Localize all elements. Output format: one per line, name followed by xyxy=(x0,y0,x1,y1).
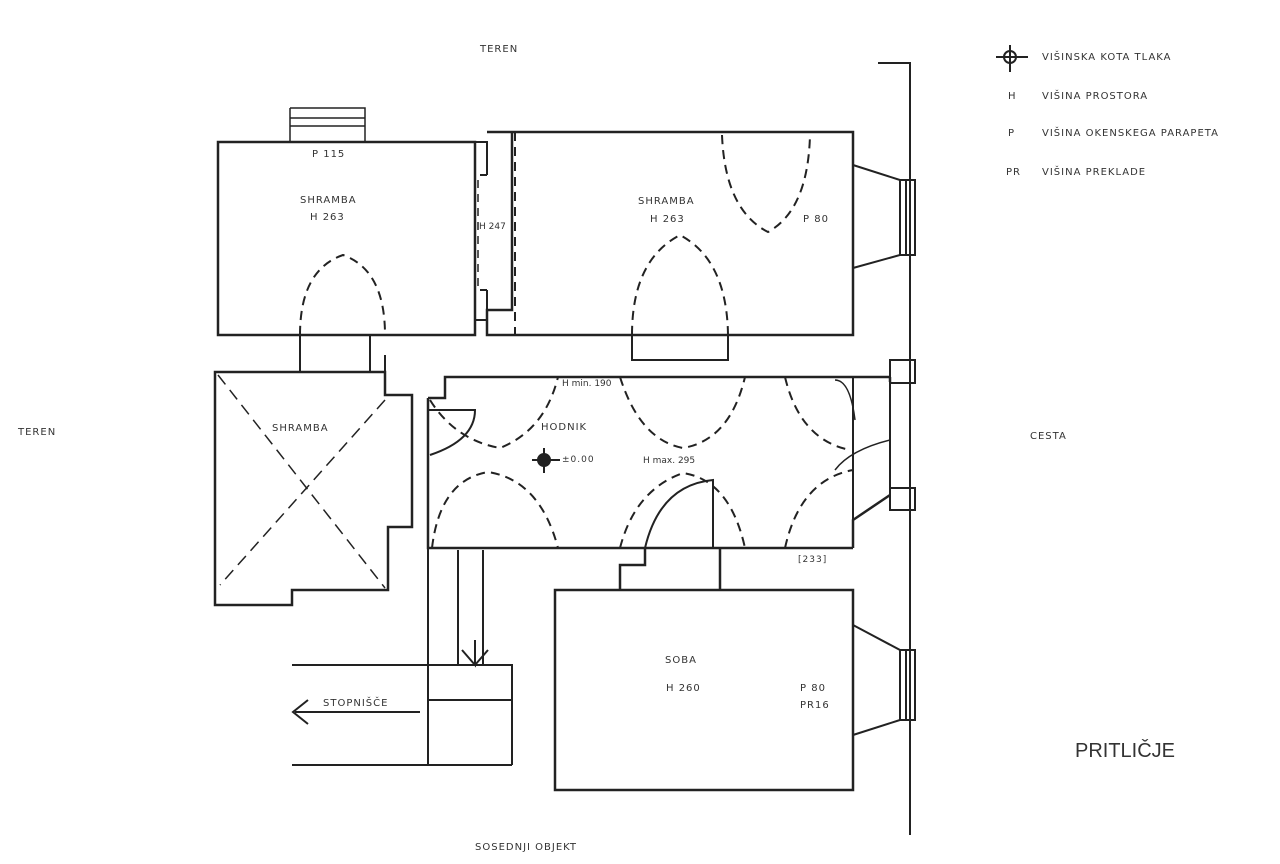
window-soba xyxy=(852,624,916,736)
soba-preklada: PR16 xyxy=(800,700,830,711)
shramba-3-name: SHRAMBA xyxy=(272,423,329,434)
soba-height: H 260 xyxy=(666,683,701,694)
door-step-shramba-2 xyxy=(631,335,729,361)
door-arc-hodnik-left xyxy=(429,376,559,450)
door-arc-shramba-1 xyxy=(299,253,386,336)
shramba-1-parapet: P 115 xyxy=(312,149,346,160)
street-wall xyxy=(878,62,911,835)
shramba-1-height: H 263 xyxy=(310,212,345,223)
door-arc-hodnik-br xyxy=(784,469,854,549)
hodnik-hmax: H max. 295 xyxy=(643,456,696,466)
hodnik-name: HODNIK xyxy=(541,422,588,433)
soba-parapet: P 80 xyxy=(800,683,826,694)
door-arc-shramba-2a xyxy=(721,134,811,234)
label-teren-left: TEREN xyxy=(18,427,57,438)
legend-text: VIŠINSKA KOTA TLAKA xyxy=(1042,52,1172,63)
shramba-1-name: SHRAMBA xyxy=(300,195,357,206)
entrance xyxy=(852,359,916,548)
stair-arrow xyxy=(291,699,420,725)
legend-text: VIŠINA PREKLADE xyxy=(1042,167,1147,178)
floor-title: PRITLIČJE xyxy=(1075,740,1176,762)
entrance-door-swing xyxy=(834,379,891,471)
shramba-2-name: SHRAMBA xyxy=(638,196,695,207)
wall-soba xyxy=(553,548,855,792)
label-sosednji-objekt: SOSEDNJI OBJEKT xyxy=(475,842,578,853)
elevation-symbol-legend-icon xyxy=(996,45,1028,72)
crossed-area xyxy=(217,374,386,589)
label-cesta: CESTA xyxy=(1030,431,1067,442)
stairs xyxy=(292,548,513,766)
door-arc-hodnik-top xyxy=(619,376,746,450)
door-height: H 247 xyxy=(479,222,506,232)
door-arc-shramba-2b xyxy=(631,233,729,336)
door-arc-hodnik-bl xyxy=(431,470,559,549)
hodnik-hmin: H min. 190 xyxy=(562,379,612,389)
shramba-2-parapet: P 80 xyxy=(803,214,829,225)
wall-shramba-1 xyxy=(216,140,477,337)
soba-name: SOBA xyxy=(665,655,697,666)
label-teren-top: TEREN xyxy=(480,44,519,55)
legend-text: VIŠINA PROSTORA xyxy=(1042,91,1149,102)
legend-symbol: P xyxy=(1008,128,1016,139)
wall-shramba-2 xyxy=(485,130,855,337)
wall-connector xyxy=(299,335,386,372)
door-leaf-hodnik-bc xyxy=(644,478,714,549)
door-leaf-hodnik-left xyxy=(428,409,477,456)
legend-text: VIŠINA OKENSKEGA PARAPETA xyxy=(1042,128,1219,139)
door-arc-hodnik-right xyxy=(784,376,851,451)
label-stopnisce: STOPNIŠČE xyxy=(323,698,389,709)
hodnik-tag: [233] xyxy=(798,555,828,565)
wall-shramba-3 xyxy=(213,370,414,607)
hodnik-elevation: ±0.00 xyxy=(562,455,595,465)
door-arc-hodnik-bc xyxy=(619,471,746,549)
window-shramba-2 xyxy=(852,164,916,269)
shramba-2-height: H 263 xyxy=(650,214,685,225)
legend-symbol: H xyxy=(1008,91,1017,102)
window-shramba-1 xyxy=(289,107,366,142)
legend-symbol: PR xyxy=(1006,167,1021,178)
elevation-symbol-hodnik-icon xyxy=(532,448,560,473)
